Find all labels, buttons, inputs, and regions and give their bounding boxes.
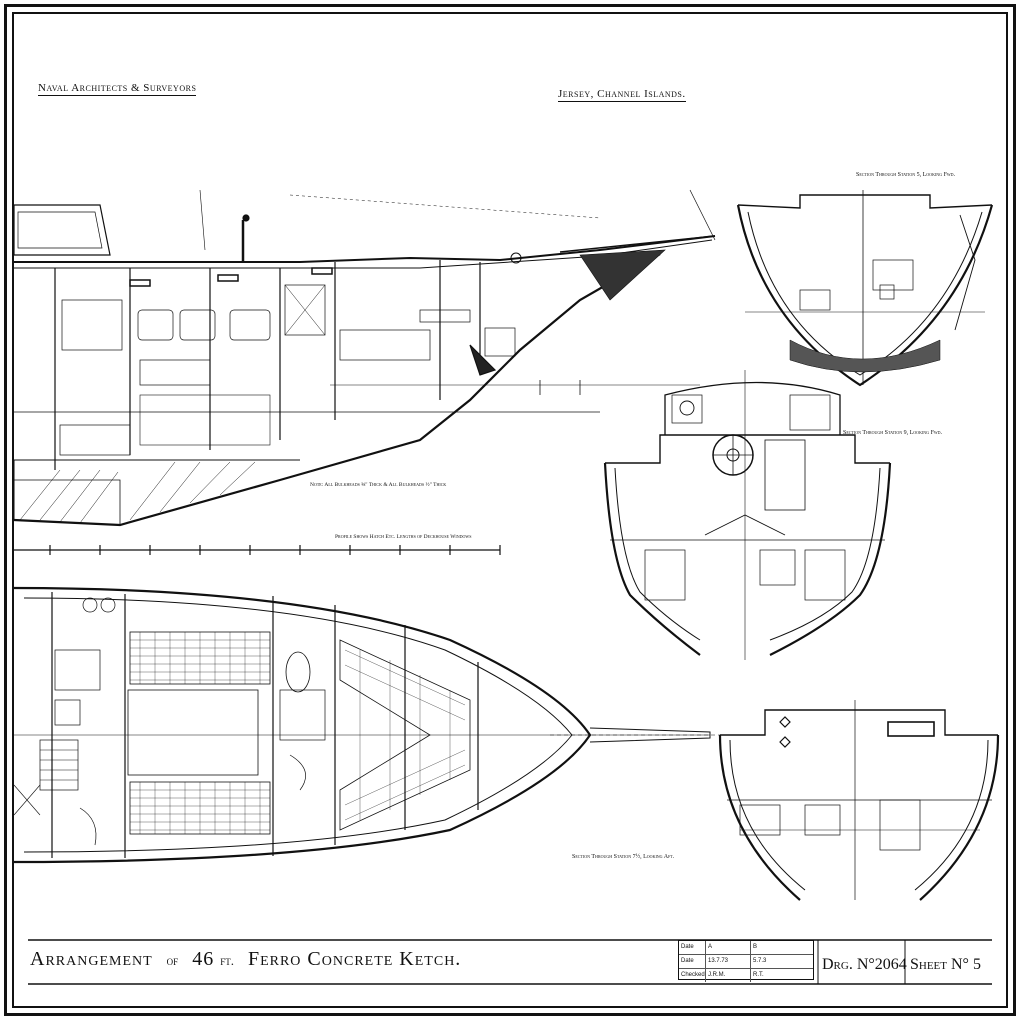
drawing-number: Drg. N°2064	[822, 956, 907, 973]
section-station-5	[736, 190, 994, 387]
title-arrangement: Arrangement	[30, 948, 153, 970]
section-station-9	[603, 370, 892, 660]
title-length: 46	[192, 948, 215, 970]
section-7-label: Section Through Station 7½, Looking Aft.	[572, 854, 675, 860]
title-block-lines	[28, 939, 992, 985]
revision-row: Date 13.7.73 5.7.3	[679, 955, 813, 969]
firm-header: Naval Architects & Surveyors	[38, 82, 197, 96]
section-5-label: Section Through Station 5, Looking Fwd.	[856, 172, 956, 178]
scale-bar	[14, 380, 581, 555]
bulkhead-note: Note: All Bulkheads ⅝" Thick & All Bulkh…	[310, 482, 447, 488]
section-9-label: Section Through Station 9, Looking Fwd.	[843, 430, 943, 436]
sheet-number: Sheet N° 5	[910, 956, 981, 973]
title-unit: ft.	[220, 953, 234, 968]
location-header: Jersey, Channel Islands.	[558, 88, 686, 102]
inner-frame	[12, 12, 1008, 1008]
title-vessel: Ferro Concrete Ketch.	[247, 948, 462, 970]
section-station-7	[718, 700, 1000, 901]
profile-note: Profile Shows Hatch Etc. Lengths of Deck…	[335, 534, 472, 540]
title-of: of	[166, 953, 179, 968]
outer-frame	[4, 4, 1016, 1016]
revision-row: Checked J.R.M. R.T.	[679, 969, 813, 982]
revision-table: Date A B Date 13.7.73 5.7.3 Checked J.R.…	[678, 940, 814, 982]
plan-view	[13, 586, 720, 864]
revision-row: Date A B	[679, 941, 813, 955]
drawing-title: Arrangement of 46 ft. Ferro Concrete Ket…	[30, 948, 471, 971]
profile-view	[13, 189, 716, 527]
